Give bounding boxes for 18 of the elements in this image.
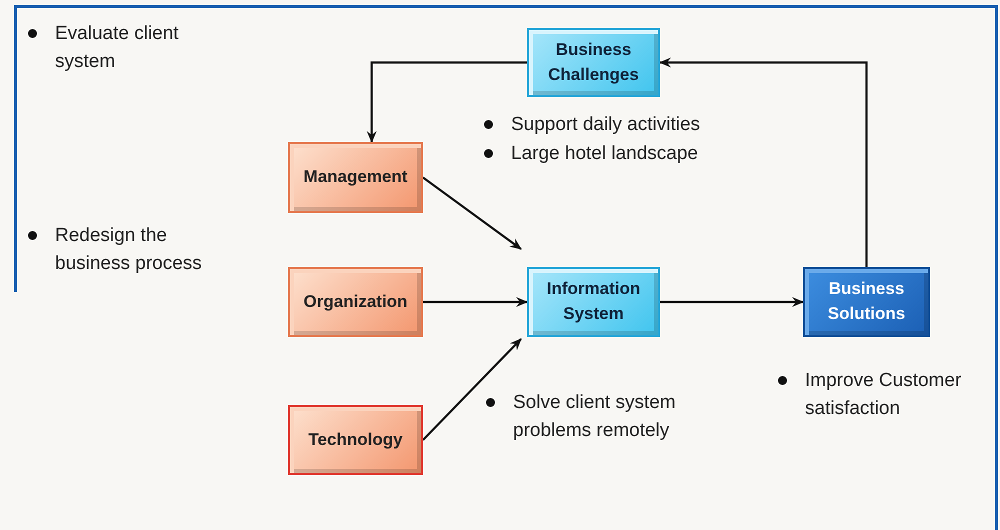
arrow xyxy=(422,338,522,441)
process-box: Business Solutions xyxy=(803,267,930,337)
bullet-text: Solve client system problems remotely xyxy=(513,391,677,443)
bullet-text: Support daily activities xyxy=(511,113,700,137)
process-box: Management xyxy=(288,142,423,213)
process-box: Technology xyxy=(288,405,423,475)
arrow xyxy=(659,58,868,267)
arrow xyxy=(660,297,804,307)
bullet-text: Improve Customer satisfaction xyxy=(805,369,962,421)
bullet-text: Redesign the business process xyxy=(55,224,203,276)
arrow xyxy=(366,61,527,143)
arrow xyxy=(423,297,528,307)
process-box: Information System xyxy=(527,267,660,337)
bullet-text: Large hotel landscape xyxy=(511,142,698,166)
process-box: Organization xyxy=(288,267,423,337)
process-box: Business Challenges xyxy=(527,28,660,97)
bullet-text: Evaluate client system xyxy=(55,22,180,74)
arrow xyxy=(422,176,522,250)
